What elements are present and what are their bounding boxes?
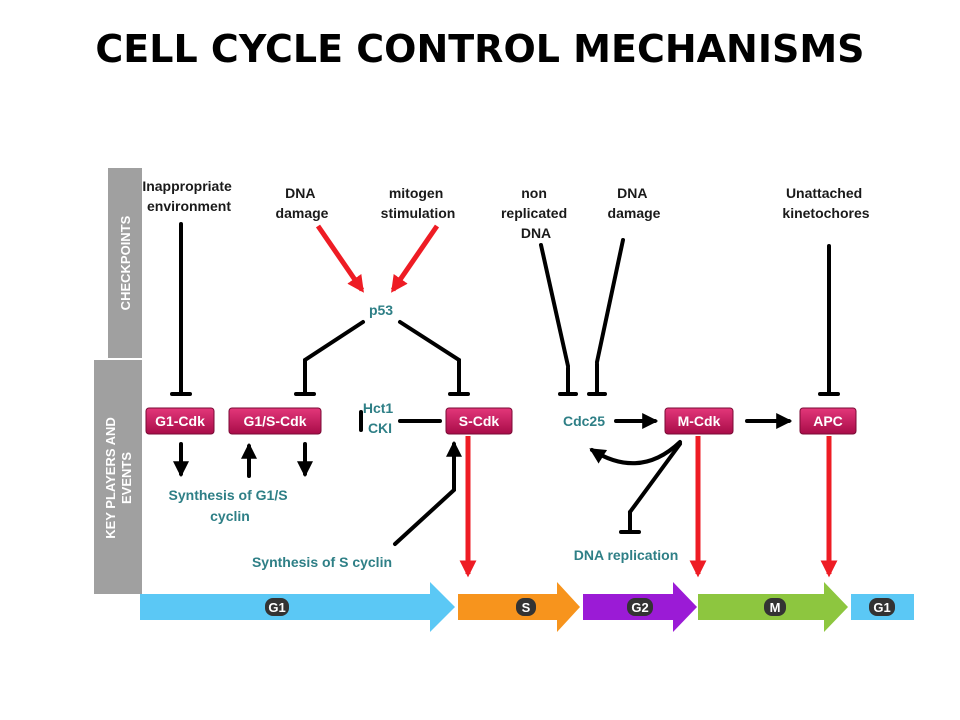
- m-cdk-inhibits-dna-replication: [628, 442, 682, 514]
- phase-g1-arrow: [140, 582, 455, 632]
- g1s-cdk-label: G1/S-Cdk: [243, 413, 306, 429]
- checkpoint-mitogen-stimulation: mitogen stimulation: [381, 185, 456, 221]
- apc-label: APC: [813, 413, 843, 429]
- dna-damage-inhibits-cdc25: [595, 238, 625, 364]
- dna-damage-to-p53-arrow: [315, 224, 365, 293]
- phase-label-g1-next: G1: [869, 598, 895, 616]
- g1s-cdk-box: G1/S-Cdk: [228, 407, 322, 435]
- checkpoint-inappropriate-environment: Inappropriate environment: [142, 178, 235, 214]
- key-players-label-line1: KEY PLAYERS AND: [103, 417, 118, 539]
- p53-label: p53: [369, 302, 393, 318]
- svg-text:M: M: [770, 600, 781, 615]
- m-cdk-label: M-Cdk: [678, 413, 721, 429]
- s-cdk-label: S-Cdk: [459, 413, 500, 429]
- apc-box: APC: [799, 407, 857, 435]
- svg-text:S: S: [522, 600, 531, 615]
- hct1-cki-label: Hct1 CKI: [363, 400, 397, 436]
- checkpoint-dna-damage-2: DNA damage: [608, 185, 661, 221]
- m-cdk-box: M-Cdk: [664, 407, 734, 435]
- m-cdk-feedback-to-cdc25: [589, 440, 682, 466]
- phase-label-s: S: [516, 598, 536, 616]
- checkpoints-label: CHECKPOINTS: [118, 215, 133, 310]
- phase-label-g1: G1: [265, 598, 289, 616]
- page-title: CELL CYCLE CONTROL MECHANISMS: [95, 27, 864, 71]
- checkpoint-dna-damage-1: DNA damage: [276, 185, 329, 221]
- phase-label-m: M: [764, 598, 786, 616]
- svg-text:G2: G2: [631, 600, 648, 615]
- s-cyclin-to-s-cdk-arrow: [393, 440, 462, 546]
- mitogen-to-p53-arrow: [390, 224, 440, 293]
- key-players-label-line2: EVENTS: [119, 452, 134, 504]
- cdc25-label: Cdc25: [563, 413, 605, 429]
- g1-cdk-box: G1-Cdk: [145, 407, 215, 435]
- p53-inhibits-g1s-cdk: [303, 320, 365, 394]
- s-cdk-box: S-Cdk: [445, 407, 513, 435]
- checkpoints-band: [108, 168, 142, 358]
- svg-text:G1: G1: [268, 600, 285, 615]
- checkpoint-non-replicated-dna: non replicated DNA: [501, 185, 571, 241]
- key-players-band: [94, 360, 142, 594]
- svg-text:G1: G1: [873, 600, 890, 615]
- s-synthesis-label: Synthesis of S cyclin: [252, 554, 392, 570]
- dna-replication-label: DNA replication: [574, 547, 679, 563]
- g1s-synthesis-label: Synthesis of G1/S cyclin: [169, 487, 292, 524]
- phase-label-g2: G2: [627, 598, 653, 616]
- p53-inhibits-s-cdk: [398, 320, 461, 394]
- g1-cdk-label: G1-Cdk: [155, 413, 205, 429]
- checkpoint-unattached-kinetochores: Unattached kinetochores: [782, 185, 869, 221]
- non-replicated-inhibits-cdc25: [539, 243, 570, 368]
